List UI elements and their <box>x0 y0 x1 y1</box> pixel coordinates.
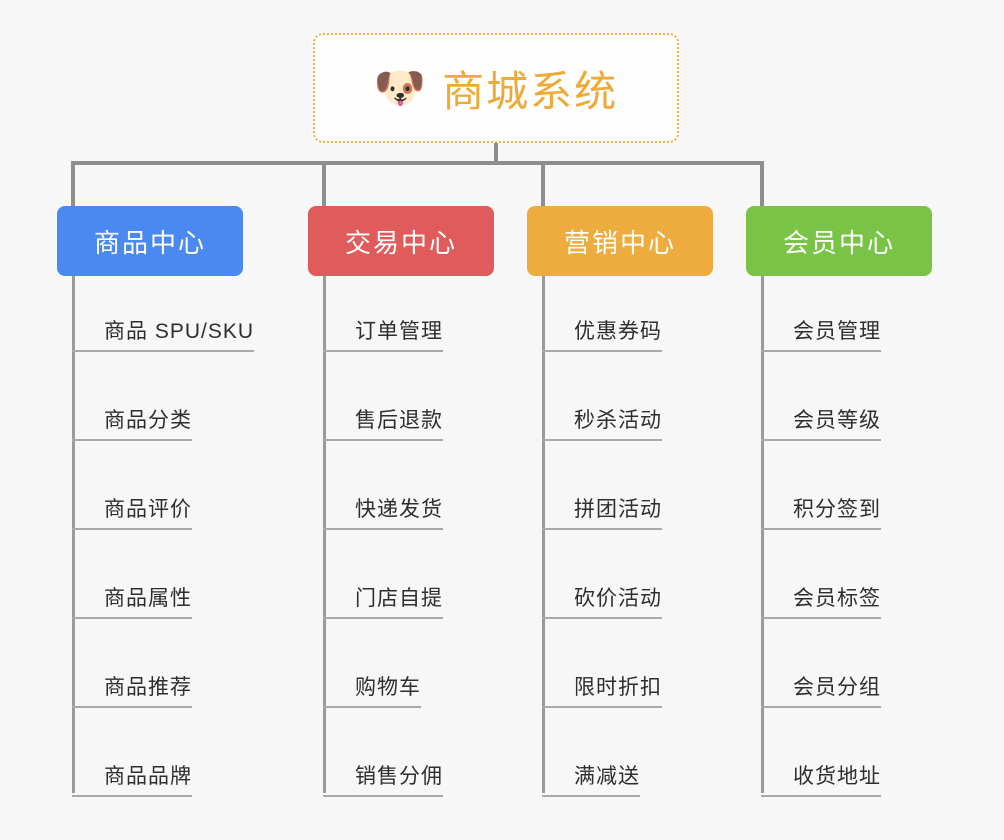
leaf-label: 销售分佣 <box>355 765 443 788</box>
leaf-item[interactable]: 商品 SPU/SKU <box>72 320 255 353</box>
category-label: 商品中心 <box>93 227 206 258</box>
leaf-label: 会员等级 <box>793 409 881 432</box>
leaf-item[interactable]: 会员标签 <box>761 587 881 620</box>
leaf-label: 商品属性 <box>104 587 192 610</box>
leaf-item[interactable]: 快递发货 <box>323 498 443 531</box>
branch-drop-line <box>322 161 326 208</box>
category-box-1[interactable]: 商品中心 <box>57 206 243 276</box>
leaf-item[interactable]: 商品评价 <box>72 498 192 531</box>
branch-drop-line <box>541 161 545 208</box>
leaf-label: 会员标签 <box>793 587 881 610</box>
leaf-label: 商品推荐 <box>104 676 192 699</box>
leaf-label: 商品 SPU/SKU <box>104 320 255 343</box>
leaf-label: 拼团活动 <box>574 498 662 521</box>
leaf-label: 满减送 <box>574 765 640 788</box>
leaf-label: 快递发货 <box>355 498 443 521</box>
dog-face-icon: 🐶 <box>373 63 427 112</box>
leaf-label: 售后退款 <box>355 409 443 432</box>
leaf-label: 积分签到 <box>793 498 881 521</box>
branch-drop-line <box>71 161 75 208</box>
leaf-item[interactable]: 会员管理 <box>761 320 881 353</box>
category-box-4[interactable]: 会员中心 <box>746 206 932 276</box>
root-title: 商城系统 <box>442 67 619 115</box>
branch-trunk-line <box>761 276 764 793</box>
leaf-label: 限时折扣 <box>574 676 662 699</box>
leaf-label: 商品分类 <box>104 409 192 432</box>
leaf-item[interactable]: 商品分类 <box>72 409 192 442</box>
branch-drop-line <box>760 161 764 208</box>
leaf-label: 订单管理 <box>355 320 443 343</box>
leaf-item[interactable]: 积分签到 <box>761 498 881 531</box>
leaf-item[interactable]: 商品属性 <box>72 587 192 620</box>
category-label: 交易中心 <box>344 227 457 258</box>
leaf-item[interactable]: 满减送 <box>542 765 640 798</box>
leaf-item[interactable]: 收货地址 <box>761 765 881 798</box>
leaf-item[interactable]: 销售分佣 <box>323 765 443 798</box>
leaf-item[interactable]: 优惠券码 <box>542 320 662 353</box>
category-label: 营销中心 <box>563 227 676 258</box>
leaf-label: 秒杀活动 <box>574 409 662 432</box>
branch-trunk-line <box>542 276 545 793</box>
leaf-item[interactable]: 订单管理 <box>323 320 443 353</box>
leaf-item[interactable]: 商品品牌 <box>72 765 192 798</box>
leaf-label: 会员分组 <box>793 676 881 699</box>
category-label: 会员中心 <box>782 227 895 258</box>
category-box-3[interactable]: 营销中心 <box>527 206 713 276</box>
leaf-item[interactable]: 购物车 <box>323 676 421 709</box>
leaf-item[interactable]: 限时折扣 <box>542 676 662 709</box>
leaf-item[interactable]: 商品推荐 <box>72 676 192 709</box>
leaf-label: 购物车 <box>355 676 421 699</box>
branch-trunk-line <box>323 276 326 793</box>
leaf-label: 商品品牌 <box>104 765 192 788</box>
leaf-item[interactable]: 会员等级 <box>761 409 881 442</box>
leaf-item[interactable]: 门店自提 <box>323 587 443 620</box>
leaf-label: 收货地址 <box>793 765 881 788</box>
branch-trunk-line <box>72 276 75 793</box>
root-node[interactable]: 🐶 商城系统 <box>313 33 679 143</box>
leaf-item[interactable]: 拼团活动 <box>542 498 662 531</box>
leaf-label: 优惠券码 <box>574 320 662 343</box>
root-stem-line <box>494 143 498 165</box>
bus-line <box>71 161 764 165</box>
leaf-label: 门店自提 <box>355 587 443 610</box>
leaf-label: 会员管理 <box>793 320 881 343</box>
leaf-label: 砍价活动 <box>574 587 662 610</box>
leaf-label: 商品评价 <box>104 498 192 521</box>
leaf-item[interactable]: 秒杀活动 <box>542 409 662 442</box>
leaf-item[interactable]: 售后退款 <box>323 409 443 442</box>
leaf-item[interactable]: 砍价活动 <box>542 587 662 620</box>
category-box-2[interactable]: 交易中心 <box>308 206 494 276</box>
leaf-item[interactable]: 会员分组 <box>761 676 881 709</box>
